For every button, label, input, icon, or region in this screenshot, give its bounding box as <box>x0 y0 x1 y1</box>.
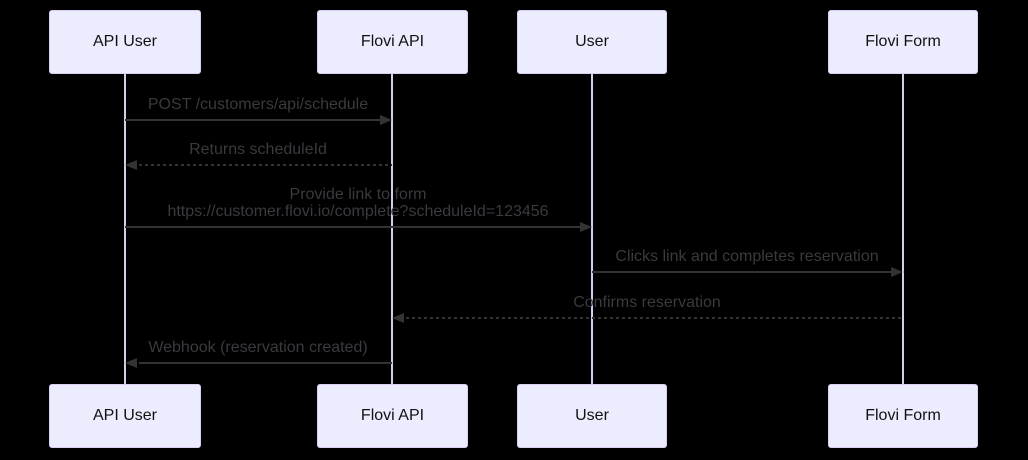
lifeline-user <box>591 74 593 384</box>
actor-box-flovi-api-top: Flovi API <box>317 10 468 74</box>
lifeline-api-user <box>124 74 126 384</box>
actor-box-flovi-form-bottom: Flovi Form <box>828 384 978 448</box>
message-arrow-clicks-link <box>592 267 903 277</box>
actor-label-user: User <box>575 33 609 50</box>
message-arrow-post-schedule <box>125 115 392 125</box>
message-label-returns-scheduleid: Returns scheduleId <box>189 141 327 158</box>
message-label-webhook: Webhook (reservation created) <box>148 339 368 356</box>
actor-label-user-bottom: User <box>575 407 609 424</box>
actor-box-flovi-form-top: Flovi Form <box>828 10 978 74</box>
message-label-confirms-reservation: Confirms reservation <box>573 294 721 311</box>
actor-label-api-user-bottom: API User <box>92 407 157 424</box>
actor-box-user-top: User <box>517 10 667 74</box>
lifeline-flovi-api <box>391 74 393 384</box>
actor-box-api-user-top: API User <box>49 10 201 74</box>
actor-box-api-user-bottom: API User <box>49 384 201 448</box>
actor-label-api-user: API User <box>92 33 157 50</box>
actor-box-flovi-api-bottom: Flovi API <box>317 384 468 448</box>
actor-box-user-bottom: User <box>517 384 667 448</box>
message-arrow-webhook <box>125 358 392 368</box>
actor-label-flovi-api-bottom: Flovi API <box>360 407 425 424</box>
message-arrow-returns-scheduleid <box>125 160 392 170</box>
message-label-clicks-link: Clicks link and completes reservation <box>615 248 879 265</box>
message-arrow-provide-link <box>125 222 592 232</box>
actor-label-flovi-form: Flovi Form <box>865 33 941 50</box>
message-label-provide-link: Provide link to form https://customer.fl… <box>167 186 549 220</box>
actor-label-flovi-api: Flovi API <box>360 33 425 50</box>
lifeline-flovi-form <box>902 74 904 384</box>
actor-label-flovi-form-bottom: Flovi Form <box>865 407 941 424</box>
message-arrow-confirms-reservation <box>392 313 903 323</box>
message-label-post-schedule: POST /customers/api/schedule <box>147 96 369 113</box>
